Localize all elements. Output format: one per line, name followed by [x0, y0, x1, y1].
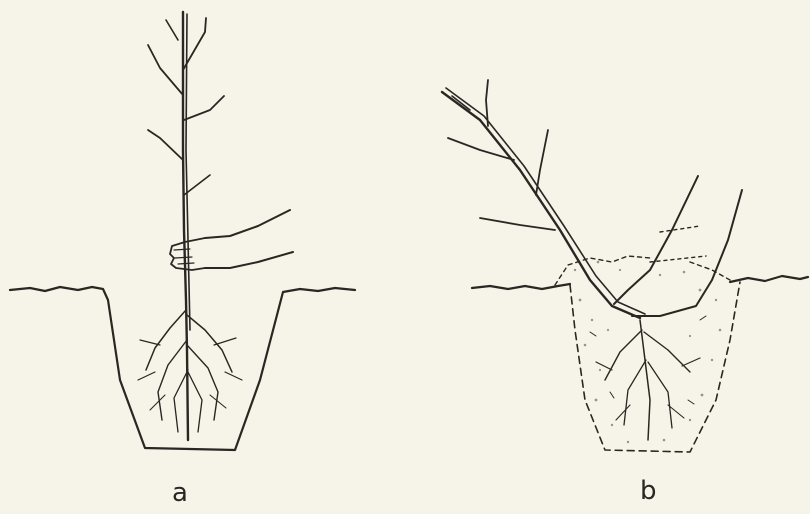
panel-b-soil-mound — [555, 256, 730, 285]
panel-a-illustration — [10, 12, 355, 450]
panel-b-branches — [448, 80, 555, 230]
panel-b-hole-outline — [570, 282, 740, 452]
panel-a-label: a — [172, 480, 188, 506]
panel-b-stem — [442, 92, 640, 318]
panel-a-ground-line — [10, 287, 355, 450]
panel-b-label: b — [640, 478, 657, 504]
panel-b-roots — [596, 320, 700, 440]
panel-b-foot — [614, 176, 742, 316]
panel-b-illustration — [442, 80, 808, 452]
